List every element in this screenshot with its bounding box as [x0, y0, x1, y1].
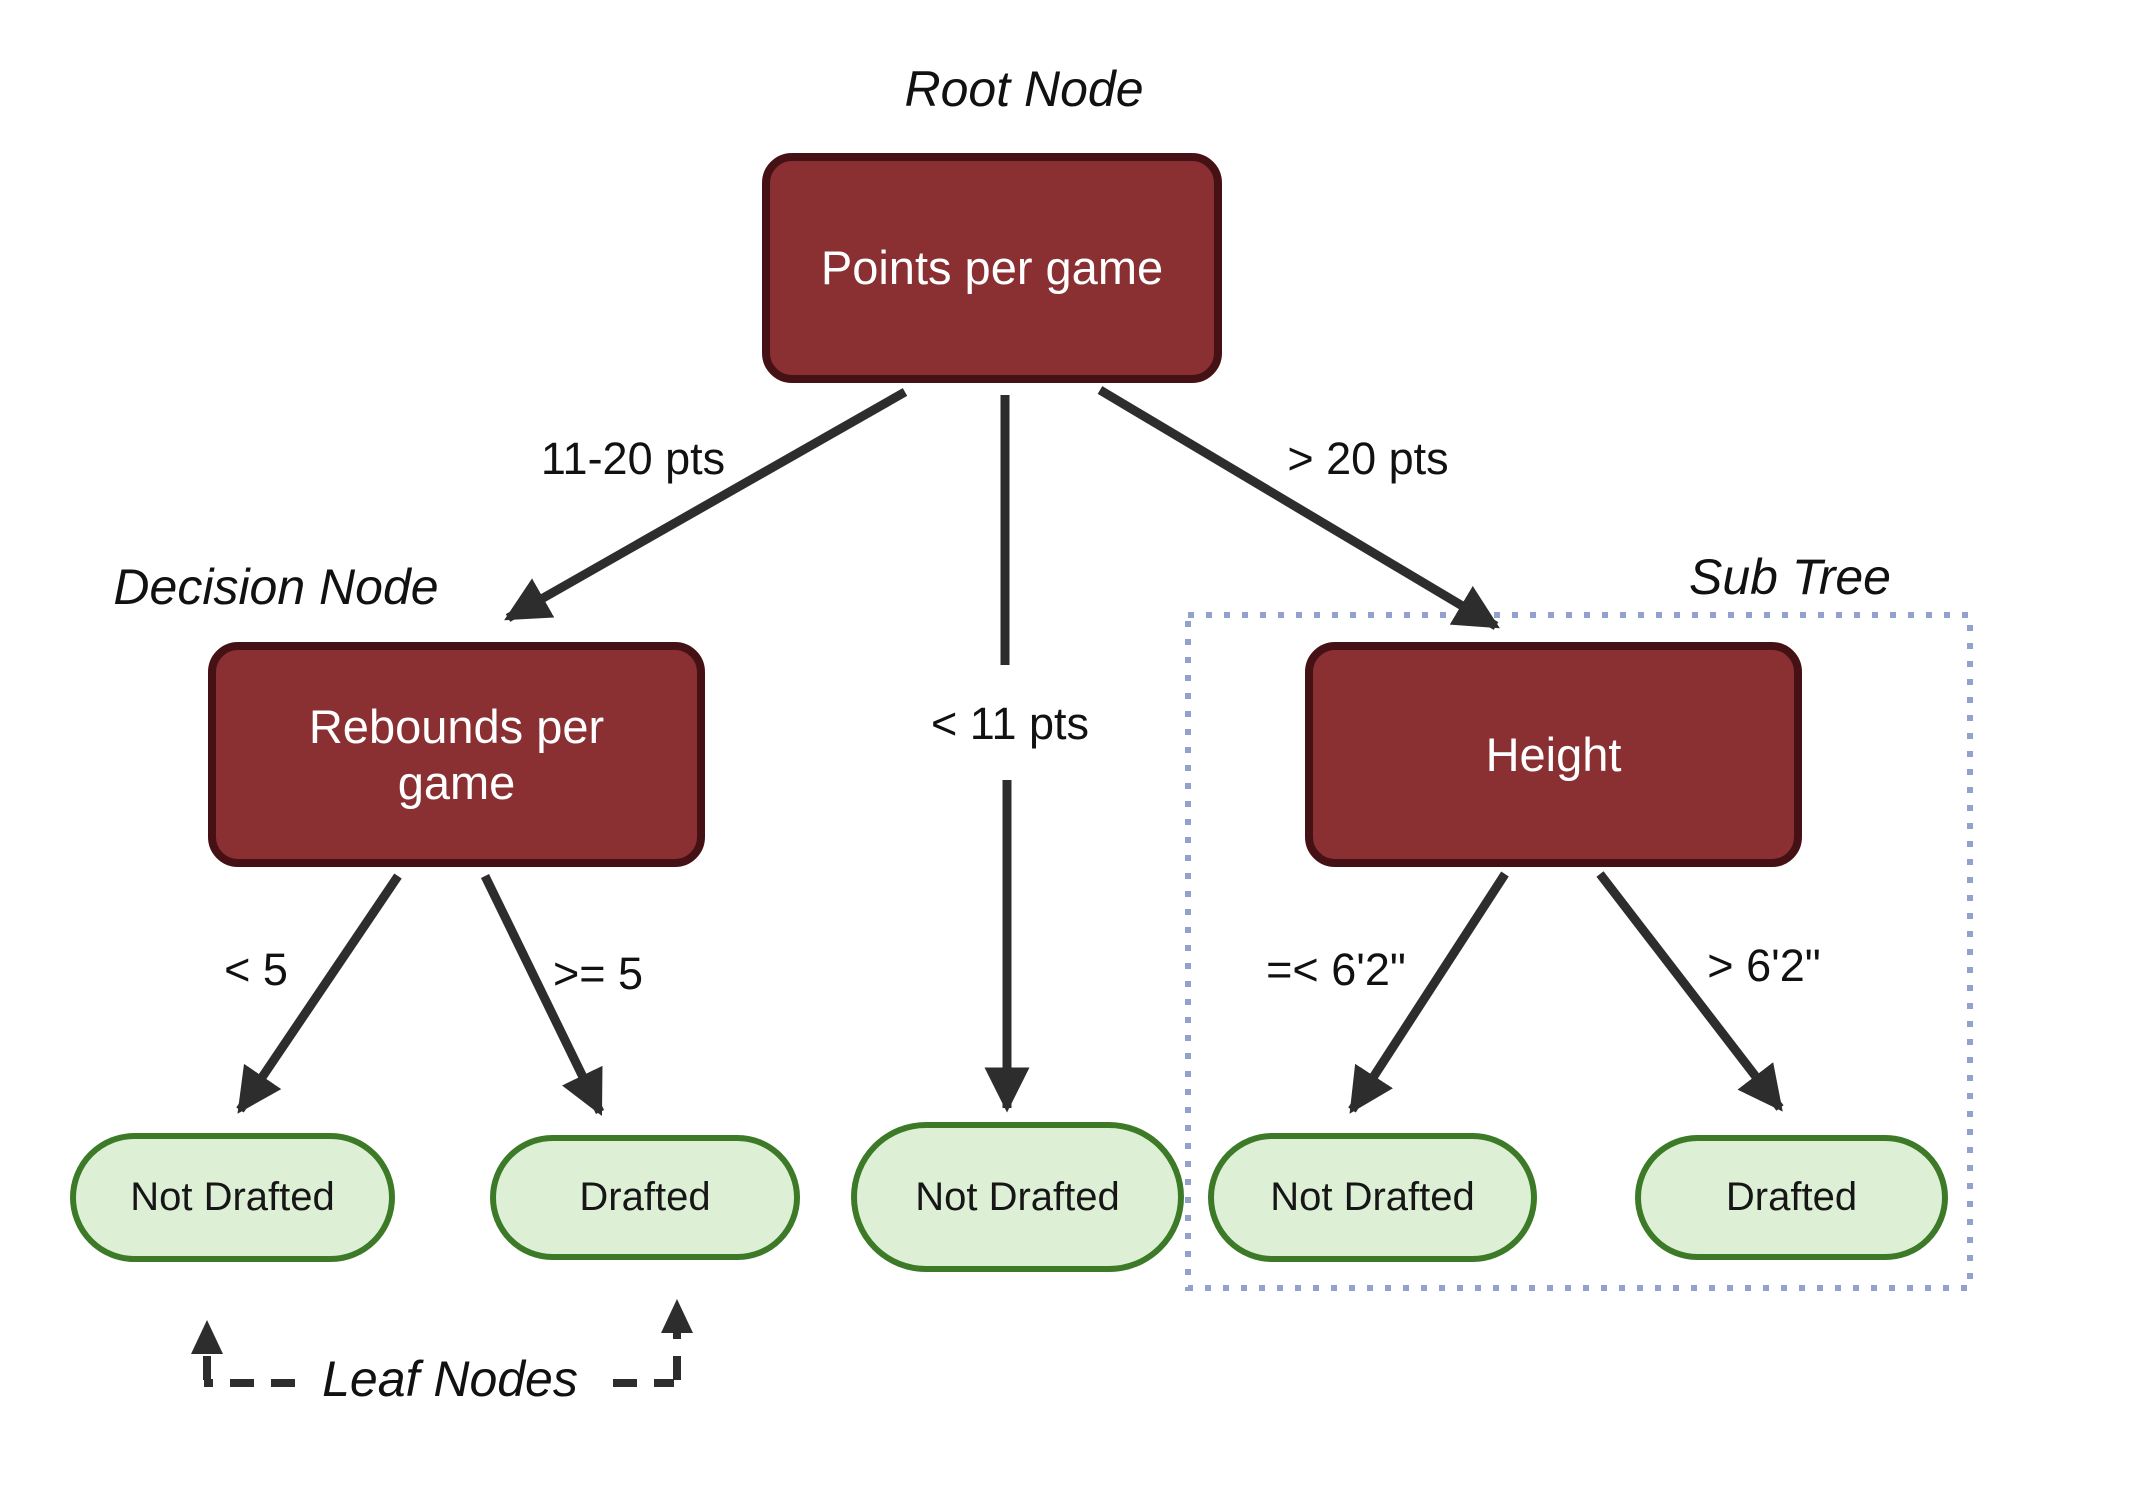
edge-label-11-20-pts: 11-20 pts [540, 433, 726, 484]
leaf-node-label: Not Drafted [915, 1174, 1120, 1219]
leaf-annotation-arrowhead-left [191, 1320, 223, 1354]
arrow-root-to-decision [504, 388, 908, 622]
leaf-node-label: Drafted [579, 1175, 711, 1219]
leaf-node: Not Drafted [1208, 1133, 1537, 1262]
leaf-annotation-arrowhead-right [661, 1299, 693, 1333]
leaf-node: Drafted [1635, 1135, 1948, 1260]
root-node-annotation: Root Node [904, 61, 1144, 117]
arrow-decision-to-drafted [480, 874, 605, 1117]
height-node: Height [1305, 642, 1802, 867]
edge-label-lt-5: < 5 [224, 944, 288, 995]
edge-label-gte-5: >= 5 [552, 948, 644, 999]
edge-label-lt-11-pts: < 11 pts [930, 698, 1090, 749]
decision-node-annotation: Decision Node [113, 559, 439, 615]
decision-node: Rebounds per game [208, 642, 705, 867]
height-node-label: Height [1485, 727, 1622, 781]
root-node-label: Points per game [820, 241, 1164, 295]
decision-node-label: Rebounds per game [308, 700, 605, 809]
arrow-height-to-notdrafted [1348, 871, 1509, 1114]
subtree-boundary [1185, 612, 1973, 1291]
leaf-node: Not Drafted [851, 1122, 1184, 1272]
leaf-node: Not Drafted [70, 1133, 395, 1262]
arrow-height-to-drafted [1596, 871, 1784, 1112]
arrow-root-to-height [1097, 386, 1500, 630]
leaf-node: Drafted [490, 1135, 800, 1260]
arrow-decision-to-notdrafted [236, 873, 402, 1114]
leaf-node-label: Not Drafted [130, 1175, 335, 1219]
leaf-node-label: Drafted [1725, 1175, 1858, 1219]
leaf-nodes-annotation: Leaf Nodes [322, 1351, 578, 1407]
edge-label-gt-6ft2: > 6'2" [1707, 940, 1821, 991]
edge-label-gt-20-pts: > 20 pts [1287, 433, 1449, 484]
leaf-node-label: Not Drafted [1270, 1175, 1475, 1219]
subtree-annotation: Sub Tree [1689, 549, 1891, 605]
edge-label-lte-6ft2: =< 6'2" [1266, 944, 1406, 995]
root-node: Points per game [762, 153, 1222, 383]
